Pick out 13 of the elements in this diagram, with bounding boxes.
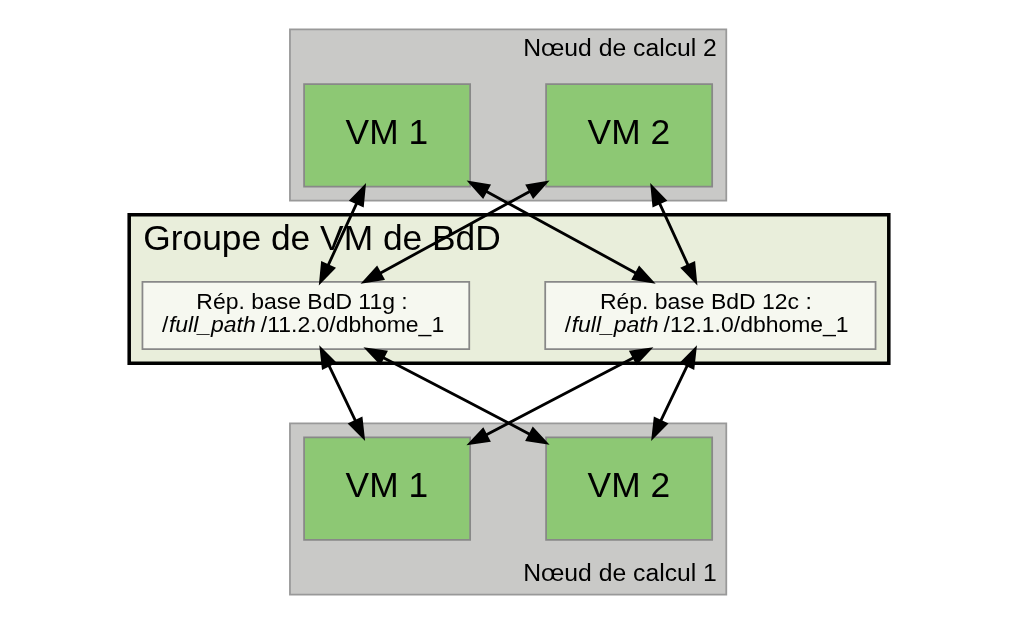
node-box: VM 2: [545, 436, 714, 541]
node-box: Rép. base BdD 11g : /full_path/11.2.0/dbhome_1: [141, 281, 471, 350]
node-box: VM 2: [545, 83, 714, 188]
node-box: VM 1: [303, 83, 472, 188]
node-box: Rép. base BdD 12c : /full_path/12.1.0/dbhome_1: [544, 281, 877, 350]
arrow: [360, 180, 550, 284]
node-box: VM 1: [303, 436, 472, 541]
arrow: [363, 347, 550, 445]
arrow: [319, 345, 366, 441]
arrow: [466, 180, 656, 284]
arrow: [650, 182, 698, 286]
arrow: [651, 345, 697, 441]
arrow: [466, 347, 654, 446]
